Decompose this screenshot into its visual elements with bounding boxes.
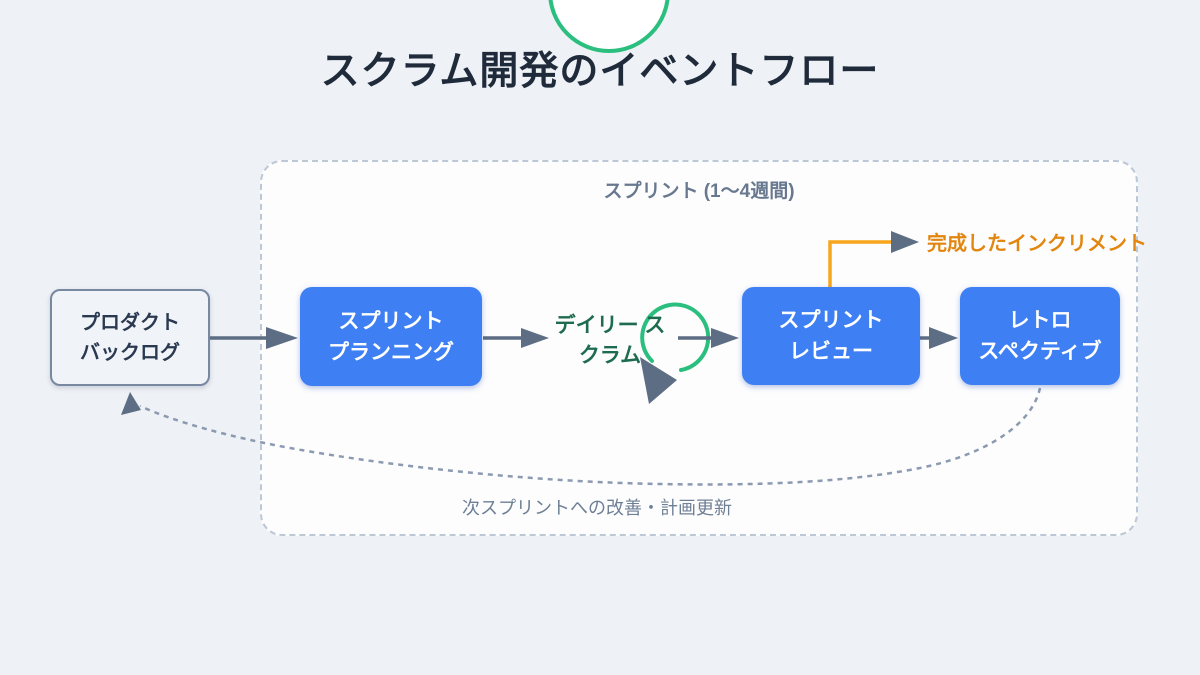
node-label-line: スプリント [338, 309, 444, 333]
node-label-line: デイリー [554, 314, 639, 337]
node-sprint-review: スプリント レビュー [742, 287, 920, 385]
increment-output-label: 完成したインクリメント [927, 233, 1147, 255]
node-product-backlog: プロダクト バックログ [50, 289, 210, 386]
node-label-line: プロダクト [80, 311, 180, 334]
arrowhead-up-icon [121, 392, 141, 415]
node-sprint-planning: スプリント プランニング [300, 287, 482, 386]
node-label-line: レトロ [1008, 309, 1072, 332]
node-label-line: スプリント [778, 309, 884, 332]
sprint-duration-label: スプリント (1〜4週間) [603, 181, 795, 202]
feedback-loop-label: 次スプリントへの改善・計画更新 [462, 498, 732, 518]
node-daily-scrum: デイリー スクラム [552, 311, 668, 371]
page-title: スクラム開発のイベントフロー [320, 50, 880, 93]
node-retrospective: レトロ スペクティブ [960, 287, 1120, 385]
node-label-line: バックログ [80, 341, 180, 364]
node-label-line: レビュー [789, 340, 873, 363]
node-label-line: スペクティブ [978, 340, 1102, 363]
node-label-line: プランニング [328, 340, 454, 364]
